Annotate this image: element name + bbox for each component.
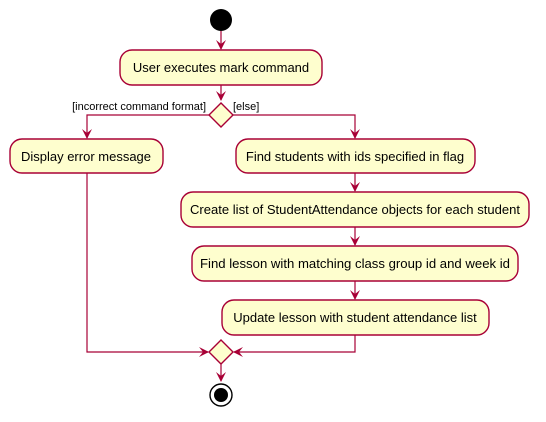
merge-node [208,339,234,365]
edge-decision-to-error [82,114,209,139]
edge-decision-to-find-students [233,114,360,139]
edge-error-to-merge [86,173,209,357]
action-label-error: Display error message [21,149,151,164]
action-label-find-students: Find students with ids specified in flag [246,149,464,164]
decision-node [208,102,234,128]
action-node-create-list: Create list of StudentAttendance objects… [180,191,530,228]
edges [82,31,360,382]
action-node-find-students: Find students with ids specified in flag [235,138,476,174]
action-label-find-lesson: Find lesson with matching class group id… [200,256,510,271]
action-label-create-list: Create list of StudentAttendance objects… [190,202,520,217]
action-node-update-lesson: Update lesson with student attendance li… [221,299,490,336]
action-label-execute: User executes mark command [133,60,309,75]
action-node-find-lesson: Find lesson with matching class group id… [191,245,519,282]
guard-else: [else] [233,101,259,113]
action-label-update-lesson: Update lesson with student attendance li… [233,310,477,325]
action-node-execute: User executes mark command [119,49,323,86]
end-node [209,383,233,407]
start-node [210,9,232,31]
guard-incorrect-format: [incorrect command format] [72,101,206,113]
edge-update-lesson-to-merge [233,335,356,357]
action-node-error: Display error message [9,138,164,174]
